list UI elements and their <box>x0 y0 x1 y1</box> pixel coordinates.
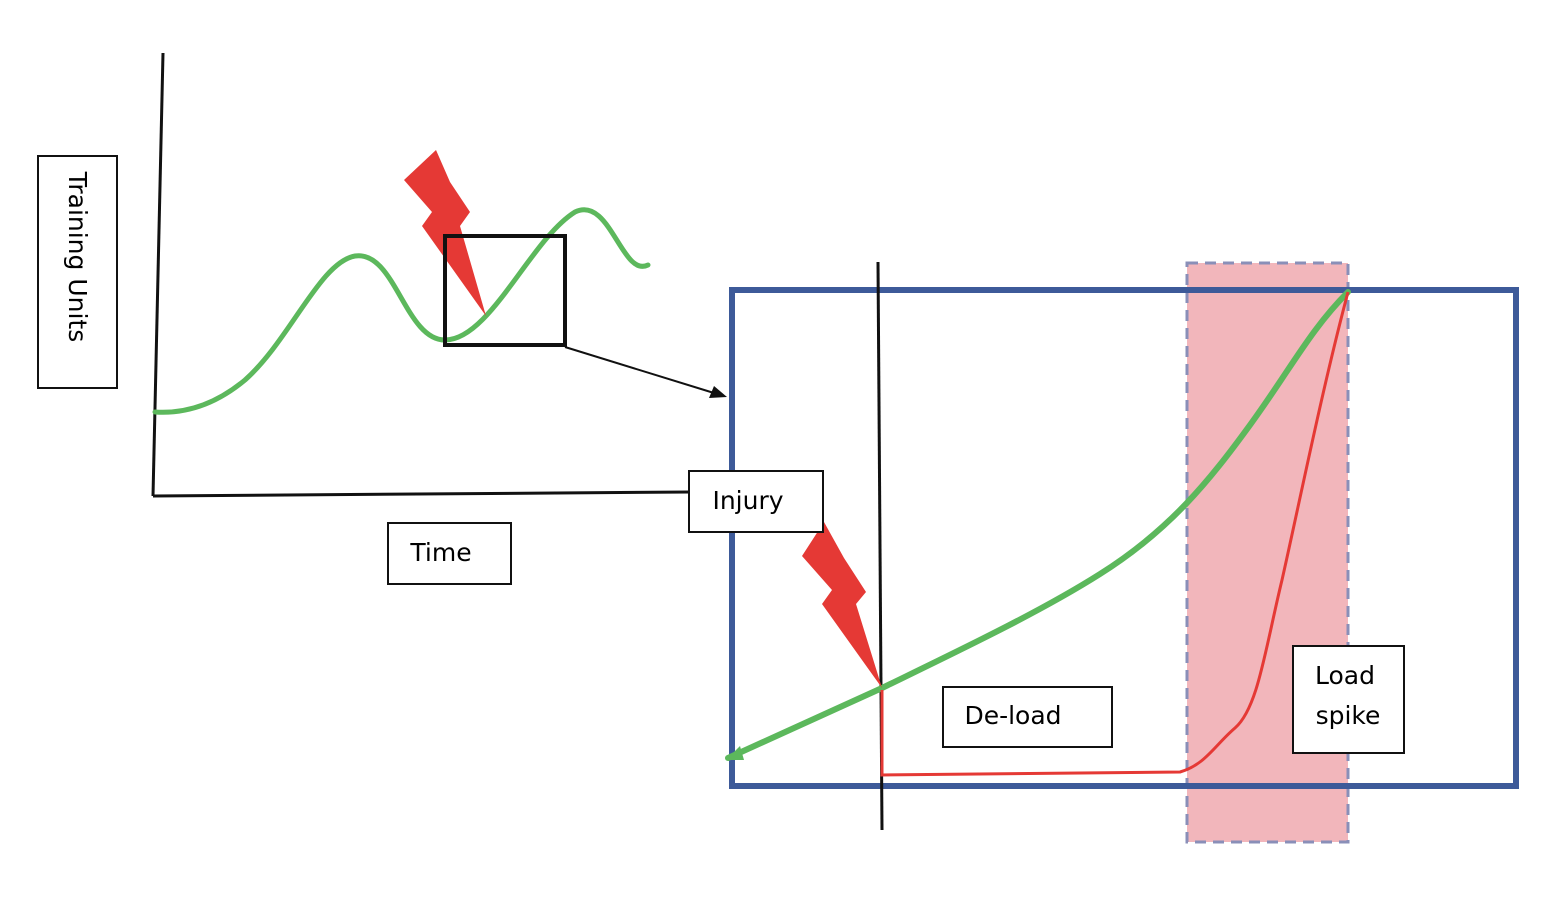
load-spike-label-box: Load spike <box>1292 645 1405 754</box>
arrow-icon <box>564 346 727 398</box>
x-axis <box>152 490 691 498</box>
deload-label: De-load <box>964 701 1061 730</box>
x-axis-label-box: Time <box>387 522 512 585</box>
load-spike-zone <box>1185 261 1350 844</box>
return-to-training-curve <box>880 291 1350 777</box>
zoom-selection-box <box>443 234 567 347</box>
load-spike-label-line1: Load <box>1315 661 1375 690</box>
curve-start-tip <box>726 746 744 760</box>
y-axis <box>151 52 165 497</box>
x-axis-label: Time <box>409 538 471 567</box>
injury-label-box: Injury <box>688 470 824 533</box>
injury-lightning-bolt-icon <box>802 522 882 688</box>
overview-chart: Training Units Time <box>37 52 727 585</box>
training-load-curve-zoomed <box>725 289 1351 761</box>
lightning-bolt-icon <box>404 150 486 316</box>
zoom-frame <box>729 287 1519 789</box>
deload-label-box: De-load <box>942 686 1113 748</box>
training-load-curve <box>152 207 651 415</box>
injury-label: Injury <box>712 486 783 515</box>
y-axis-label: Training Units <box>63 171 92 343</box>
load-spike-label-line2: spike <box>1316 701 1381 730</box>
y-axis-label-box: Training Units <box>37 155 118 389</box>
detail-chart: Injury De-load Load spike <box>688 261 1519 844</box>
